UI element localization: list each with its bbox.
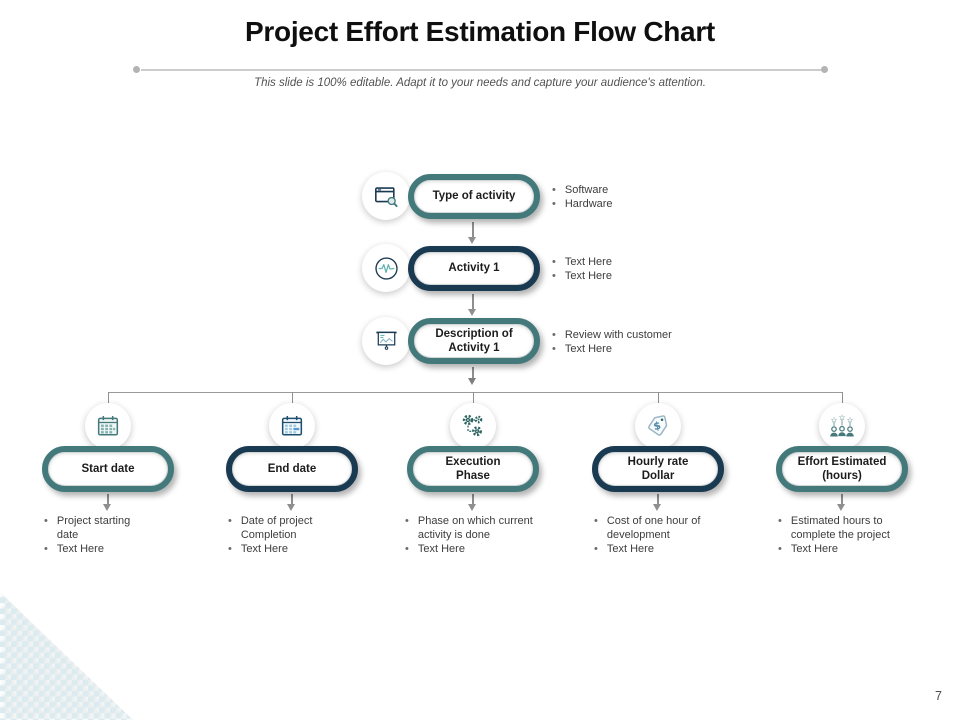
list-item: • Estimated hours to complete the projec… [778,515,890,541]
bullet-list-type-of-activity: • Software • Hardware [552,184,772,212]
list-item: • Text Here [405,542,465,555]
presentation-chart-icon [362,317,410,365]
slide-subtitle: This slide is 100% editable. Adapt it to… [254,77,706,89]
arrow-down-icon [103,504,111,511]
svg-text:☆: ☆ [830,415,837,424]
page-number: 7 [935,689,942,703]
corner-pattern-decoration [0,592,133,720]
svg-text:$: $ [652,419,662,433]
bullet-list-hourly-rate: • Cost of one hour of development • Text… [594,515,754,556]
bullet-list-execution-phase: • Phase on which current activity is don… [405,515,565,556]
flow-node-start-date: Start date [42,446,174,492]
arrow-down-icon [468,378,476,385]
connector-stub [657,392,659,406]
team-stars-icon: ☆ ☆ ☆ [819,403,865,449]
bullet-list-end-date: • Date of project Completion • Text Here [228,515,388,556]
connector-line [657,494,659,504]
connector-line [291,494,293,504]
list-item: • Text Here [44,542,104,555]
list-item: • Hardware [552,197,613,210]
arrow-down-icon [468,504,476,511]
connector-stub [291,392,293,406]
bullet-list-start-date: • Project starting date • Text Here [44,515,204,556]
gears-icon [450,403,496,449]
connector-stub [472,392,474,406]
arrow-down-icon [837,504,845,511]
list-item: • Text Here [228,542,288,555]
flow-node-effort-estimated: Effort Estimated (hours) [776,446,908,492]
calendar-icon [85,403,131,449]
browser-search-icon [362,172,410,220]
bullet-list-effort-estimated: • Estimated hours to complete the projec… [778,515,943,556]
flow-node-activity-1: Activity 1 [408,246,540,291]
connector-stub [107,392,109,406]
svg-text:☆: ☆ [846,415,853,424]
list-item: • Review with customer [552,329,672,341]
bullet-list-description: • Review with customer • Text Here [552,329,772,357]
connector-line-horizontal [108,392,842,394]
flow-node-description-of-activity-1: Description of Activity 1 [408,318,540,364]
price-tag-icon: $ [635,403,681,449]
list-item: • Cost of one hour of development [594,515,701,541]
list-item: • Text Here [552,342,612,355]
divider-dot-left [133,66,140,73]
connector-stub [841,392,843,406]
pulse-circle-icon [362,244,410,292]
list-item: • Text Here [594,542,654,555]
arrow-down-icon [287,504,295,511]
divider-line [141,69,821,71]
connector-line [841,494,843,504]
calendar-icon [269,403,315,449]
list-item: • Text Here [552,269,612,282]
flow-node-end-date: End date [226,446,358,492]
arrow-down-icon [653,504,661,511]
list-item: • Project starting date [44,515,131,541]
connector-line [472,367,474,378]
flow-node-type-of-activity: Type of activity [408,174,540,219]
connector-line [107,494,109,504]
list-item: • Software [552,184,609,196]
divider-dot-right [821,66,828,73]
list-item: • Date of project Completion [228,515,313,541]
connector-line [472,222,474,237]
flow-node-hourly-rate-dollar: Hourly rate Dollar [592,446,724,492]
bullet-list-activity-1: • Text Here • Text Here [552,256,772,284]
arrow-down-icon [468,237,476,244]
arrow-down-icon [468,309,476,316]
connector-line [472,494,474,504]
connector-line [472,294,474,309]
svg-text:☆: ☆ [838,413,845,422]
flow-node-execution-phase: Execution Phase [407,446,539,492]
list-item: • Text Here [778,542,838,555]
page-title: Project Effort Estimation Flow Chart [245,16,715,47]
list-item: • Phase on which current activity is don… [405,515,533,541]
list-item: • Text Here [552,256,612,268]
